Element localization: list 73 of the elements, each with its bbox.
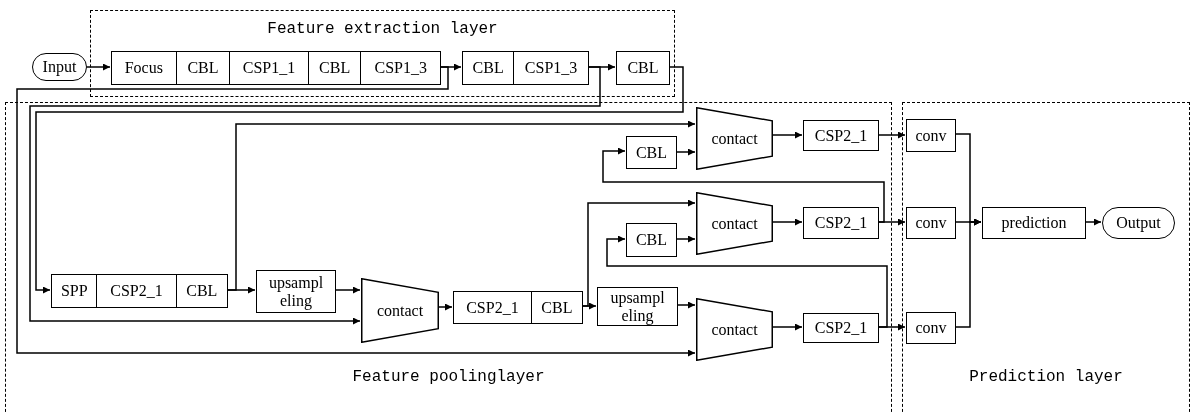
arrow: [606, 235, 888, 328]
stage-cell: CBL: [307, 52, 361, 84]
stage-cell-text: Focus: [123, 58, 164, 78]
box-label: contact: [711, 130, 758, 147]
dashed-group: [902, 102, 1190, 413]
concat-trapezoid: [696, 107, 773, 170]
module-strip: [462, 51, 589, 85]
arrow: [581, 199, 696, 307]
arrow: [35, 66, 684, 294]
stage-cell-text: SPP: [59, 281, 89, 301]
process-box: [616, 51, 670, 85]
stage-cell-text: CSP2_1: [465, 297, 520, 318]
arrow: [676, 301, 696, 309]
module-strip: [111, 51, 441, 85]
terminal-pill: [32, 53, 87, 81]
process-box: [803, 207, 879, 239]
module-strip: [51, 274, 228, 308]
stage-cell: CBL: [175, 275, 227, 307]
dashed-group: [5, 102, 892, 413]
box-label: contact: [376, 302, 424, 319]
box-label: conv: [915, 319, 947, 337]
terminal-pill: [1102, 207, 1175, 239]
concat-trapezoid: [361, 278, 439, 343]
process-box: [906, 119, 956, 152]
box-label: CSP2_1: [814, 319, 868, 337]
stage-cell: CSP1_3: [513, 52, 588, 84]
stage-cell: CBL: [530, 292, 582, 323]
box-label: upsampl eling: [609, 288, 666, 325]
process-box: [803, 313, 879, 343]
process-box: [626, 136, 677, 169]
process-box: [906, 207, 956, 239]
box-label: CBL: [635, 231, 668, 249]
process-box: [597, 287, 678, 326]
process-box: [982, 207, 1086, 239]
stage-cell: CSP1_1: [229, 52, 308, 84]
arrow: [954, 218, 982, 328]
process-box: [803, 120, 879, 151]
box-label: CBL: [635, 143, 668, 162]
arrow: [16, 66, 696, 357]
box-label: CBL: [627, 59, 659, 77]
box-label: Output: [1116, 215, 1161, 231]
box-label: CSP2_1: [814, 214, 868, 232]
module-strip: [453, 291, 583, 324]
arrow: [602, 147, 885, 223]
arrow: [226, 120, 696, 291]
process-box: [906, 312, 956, 344]
arrow: [86, 63, 111, 71]
arrow: [1084, 218, 1102, 226]
concat-trapezoid: [696, 298, 773, 361]
stage-cell-text: CBL: [471, 58, 505, 78]
box-label: CSP2_1: [814, 126, 868, 145]
group-title: Feature extraction layer: [267, 19, 498, 40]
process-box: [626, 223, 677, 257]
box-label: prediction: [1001, 214, 1067, 232]
box-label: contact: [711, 215, 758, 232]
box-label: conv: [915, 214, 947, 232]
box-label: contact: [711, 321, 758, 338]
process-box: [256, 270, 336, 313]
arrow: [675, 235, 696, 243]
stage-cell: CSP2_1: [96, 275, 176, 307]
arrow: [334, 286, 361, 294]
stage-cell: CBL: [175, 52, 230, 84]
group-title: Feature poolinglayer: [352, 367, 545, 388]
group-title: Prediction layer: [969, 367, 1123, 388]
arrow: [29, 66, 601, 325]
arrow: [675, 148, 696, 156]
concat-trapezoid: [696, 192, 773, 255]
arrow: [877, 131, 906, 139]
box-label: upsampl eling: [267, 273, 325, 310]
stage-cell: CSP1_3: [360, 52, 440, 84]
dashed-group: [90, 10, 675, 97]
box-label: conv: [915, 126, 947, 145]
box-label: Input: [42, 59, 77, 75]
